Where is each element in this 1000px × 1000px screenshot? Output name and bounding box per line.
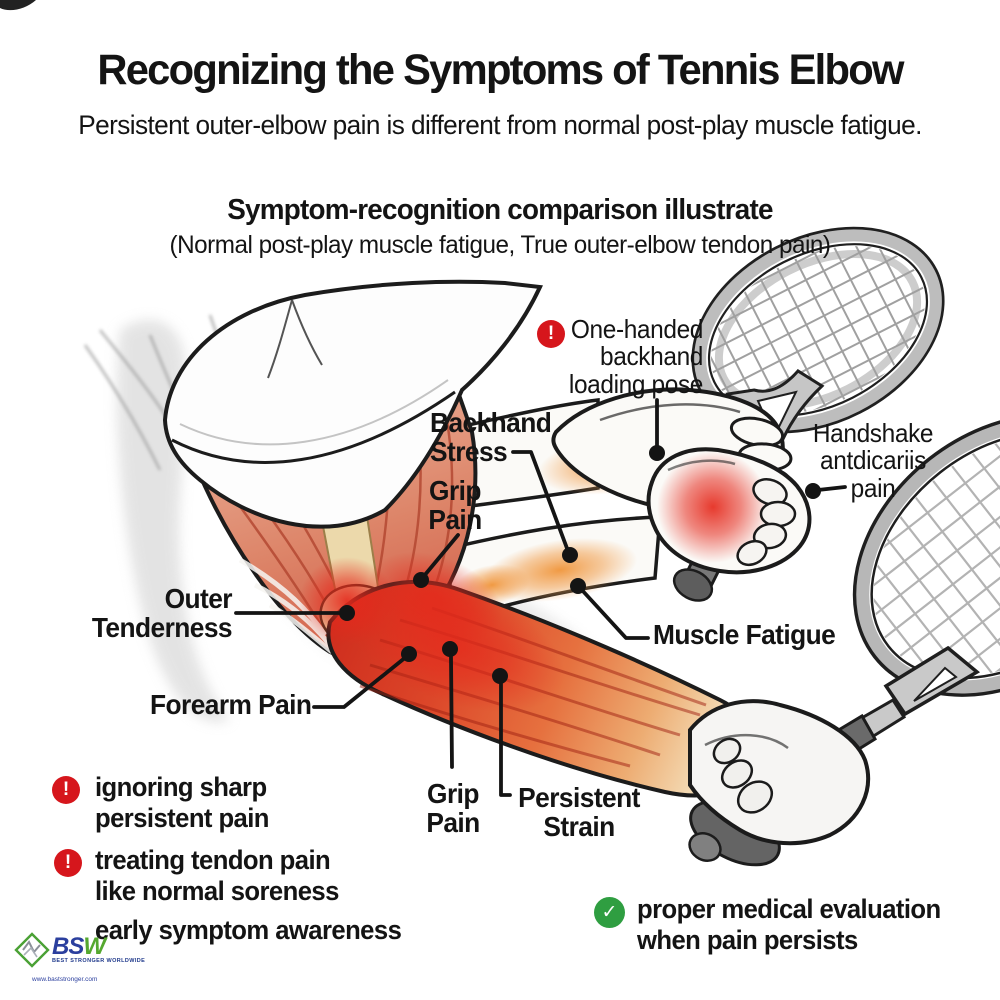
- check-icon: ✓: [594, 897, 625, 928]
- exclamation-glyph: !: [64, 852, 72, 873]
- wrist-pain-glow: [657, 451, 769, 563]
- bsw-logo: BSW BEST STRONGER WORLDWIDE www.baststro…: [14, 932, 145, 983]
- callout-backhand-stress: Backhand Stress: [430, 407, 552, 468]
- callout-grip-pain-lower: Grip Pain: [426, 778, 480, 839]
- anatomical-arm: [162, 279, 759, 798]
- callout-outer-tenderness: Outer Tenderness: [91, 583, 233, 644]
- exclamation-glyph: !: [62, 779, 70, 800]
- note-early-awareness: early symptom awareness: [95, 915, 402, 945]
- callout-one-handed-pose: One-handed backhand loading pose: [568, 314, 703, 399]
- note-medical-evaluation: proper medical evaluation when pain pers…: [637, 894, 941, 955]
- exclamation-glyph: !: [547, 323, 555, 344]
- section-subtitle: (Normal post-play muscle fatigue, True o…: [169, 231, 831, 259]
- callout-handshake-pain: Handshake antdicariis pain: [812, 418, 934, 503]
- tennis-racket-bottom: [688, 383, 1000, 867]
- gripping-fist-lower: [646, 447, 812, 575]
- page-subtitle: Persistent outer-elbow pain is different…: [78, 110, 922, 140]
- leader-lines: [234, 398, 847, 797]
- shirt-sleeve: [162, 279, 543, 529]
- grip-pain-glow: [367, 551, 503, 645]
- gripping-hand-bottom: [688, 699, 871, 846]
- page-title: Recognizing the Symptoms of Tennis Elbow: [97, 46, 904, 94]
- leader-dots: [339, 445, 821, 684]
- check-glyph: ✓: [601, 902, 618, 923]
- callout-muscle-fatigue: Muscle Fatigue: [653, 619, 836, 650]
- warning-icon: !: [52, 776, 80, 804]
- callout-forearm-pain: Forearm Pain: [150, 689, 312, 720]
- bsw-logo-icon: [14, 932, 50, 968]
- warning-icon: !: [54, 849, 82, 877]
- logo-wordmark: BSW: [52, 933, 106, 961]
- callout-persistent-strain: Persistent Strain: [518, 782, 640, 843]
- comparison-arms: [448, 213, 954, 625]
- logo-tagline: BEST STRONGER WORLDWIDE: [52, 958, 146, 965]
- corner-mark: [0, 0, 36, 11]
- section-title: Symptom-recognition comparison illustrat…: [227, 194, 773, 226]
- note-treating-tendon-pain: treating tendon pain like normal sorenes…: [95, 845, 339, 906]
- logo-url: www.baststronger.com: [32, 976, 98, 983]
- warning-icon: !: [537, 320, 565, 348]
- callout-grip-pain-upper: Grip Pain: [428, 475, 482, 536]
- note-ignoring-pain: ignoring sharp persistent pain: [95, 772, 269, 833]
